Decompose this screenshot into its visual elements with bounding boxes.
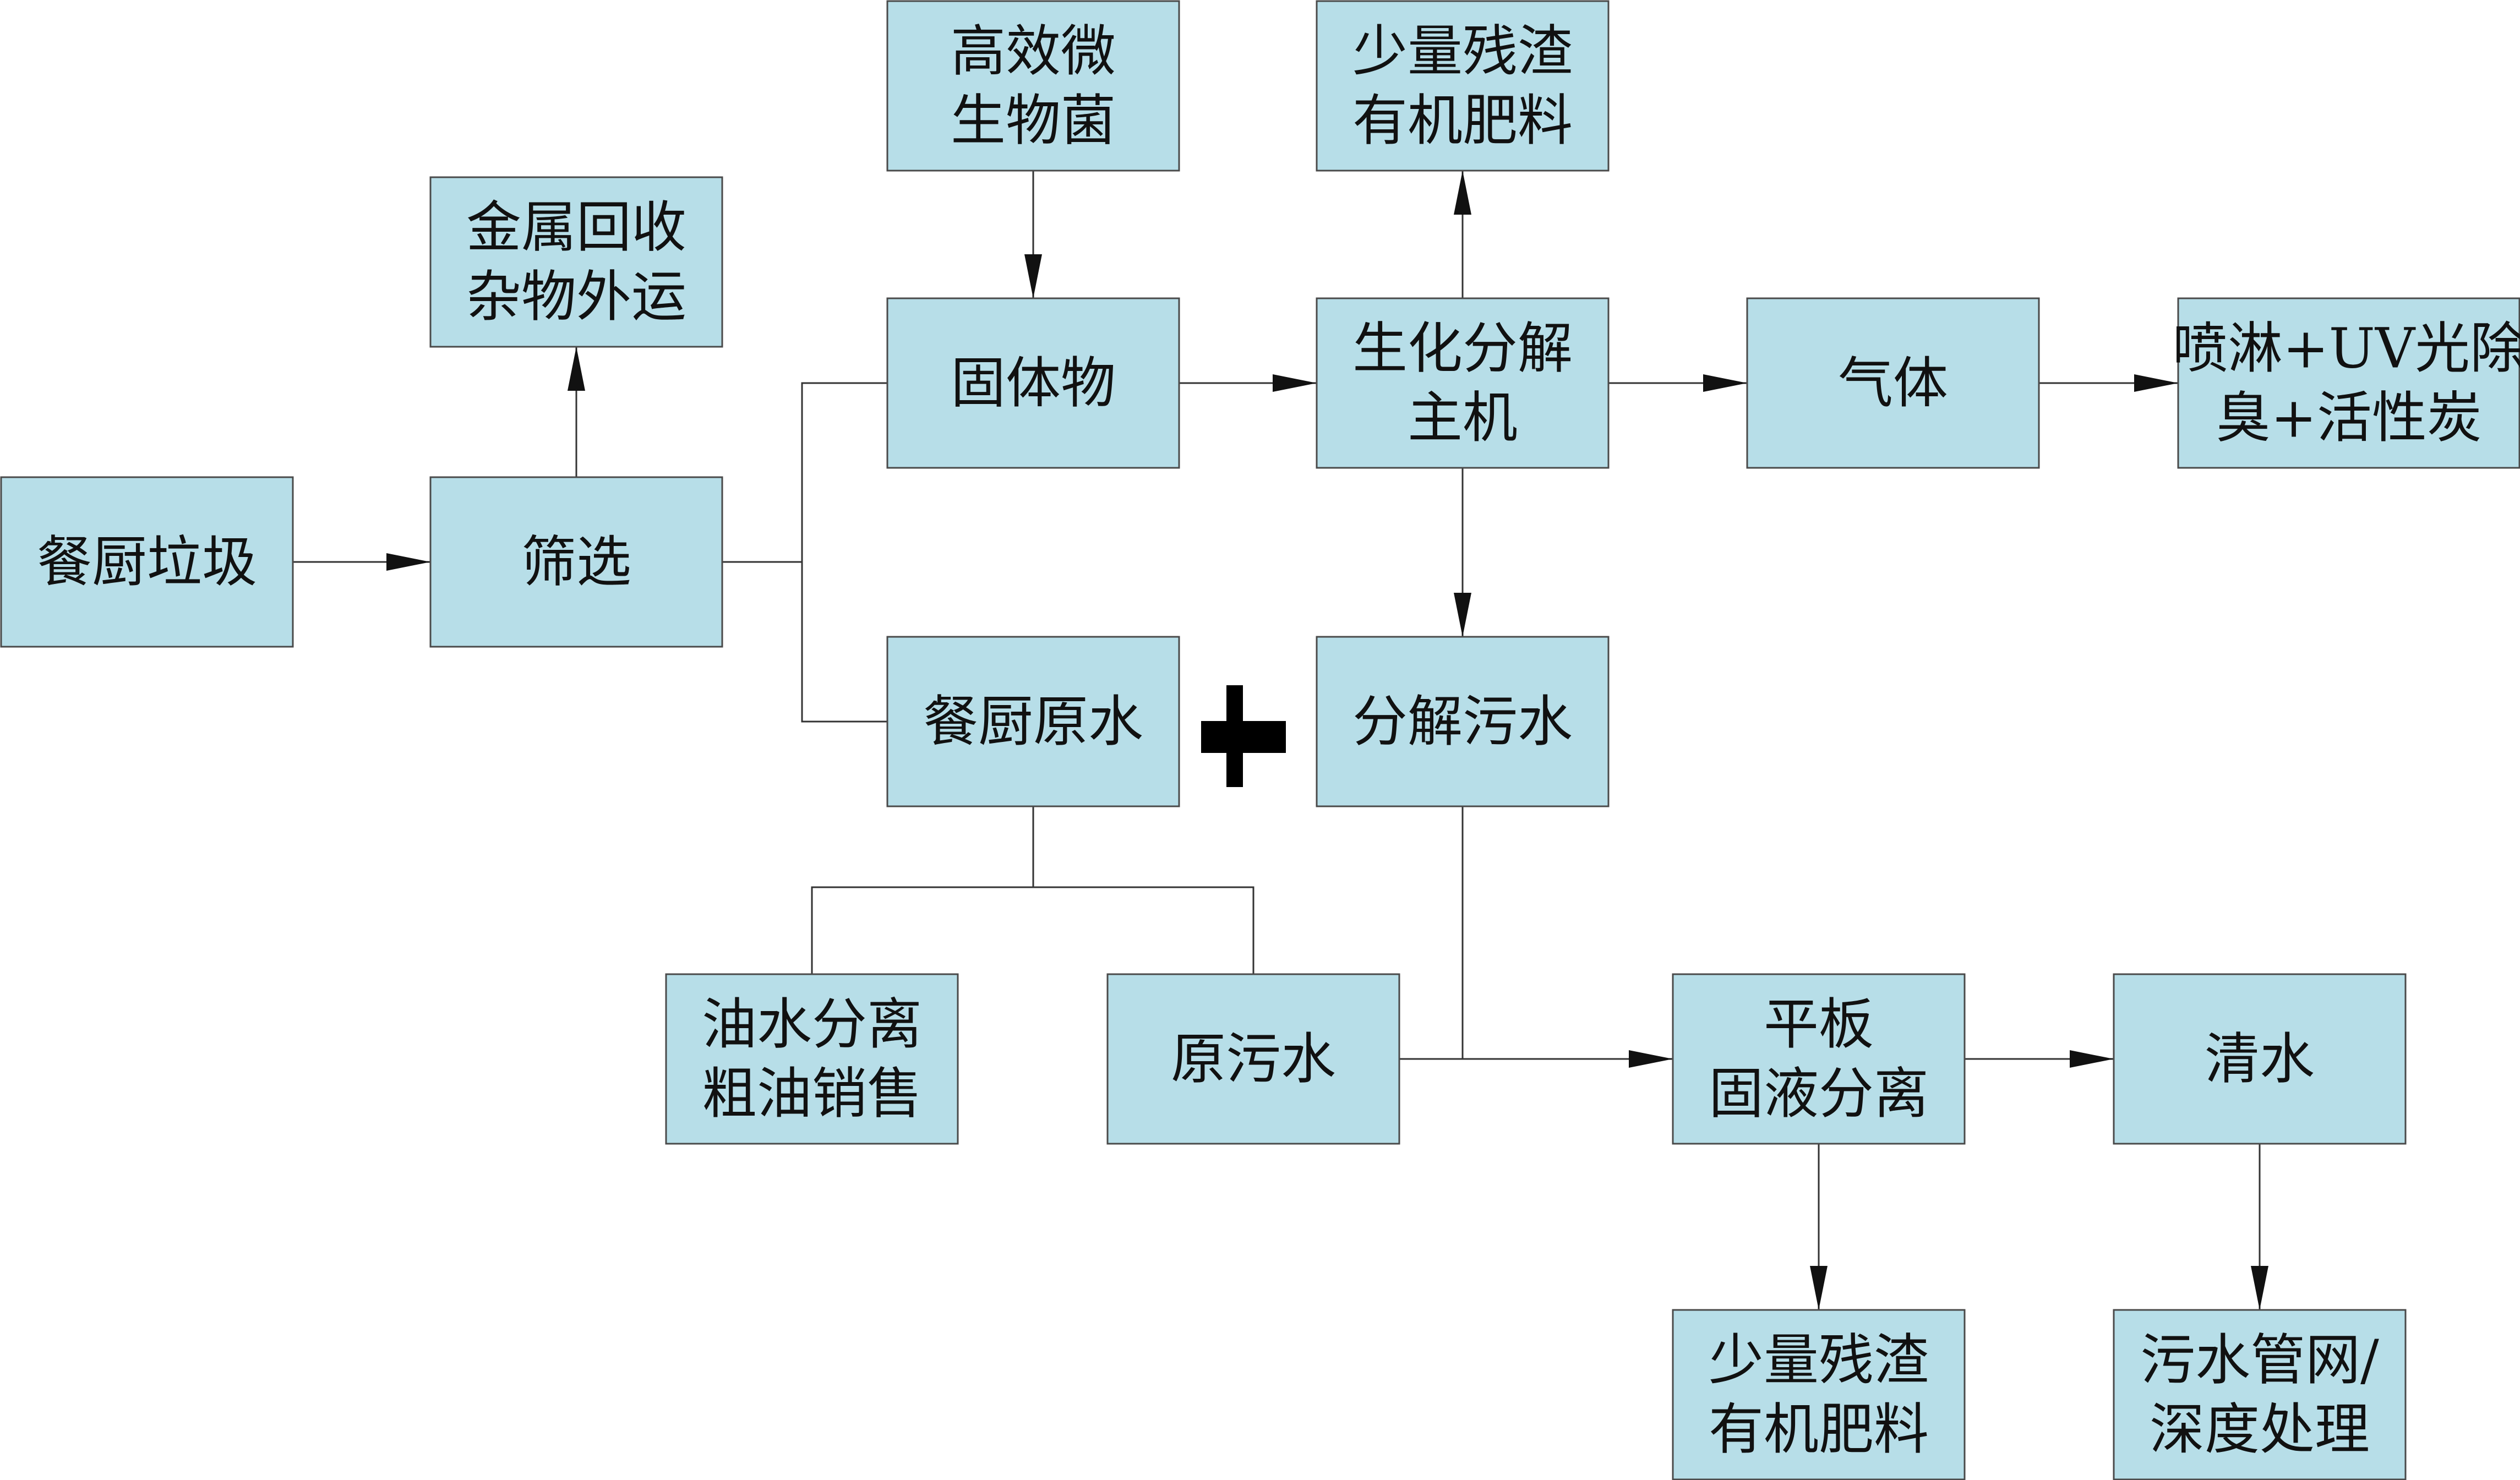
node-label-line: 臭+活性炭 xyxy=(2216,386,2482,450)
arrowhead-icon xyxy=(2251,1266,2268,1310)
edge-clean-water-to-sewer-treatment xyxy=(2251,1144,2268,1310)
node-box xyxy=(2113,973,2407,1145)
node-box xyxy=(1672,1309,1966,1480)
arrowhead-icon xyxy=(386,553,430,571)
node-label-line: 杂物外运 xyxy=(466,265,686,329)
node-label-line: 气体 xyxy=(1838,351,1948,416)
node-box xyxy=(0,476,294,648)
edge-screening-to-metal-recycling xyxy=(568,347,585,477)
node-box xyxy=(429,176,723,348)
node-box xyxy=(1316,0,1610,172)
node-label-line: 主机 xyxy=(1408,386,1518,450)
edge-gas-to-deodorization xyxy=(2039,374,2178,392)
arrowhead-icon xyxy=(1454,593,1471,637)
edge-biochemical-host-to-gas xyxy=(1608,374,1747,392)
arrowhead-icon xyxy=(1629,1050,1673,1068)
node-label-line: 生化分解 xyxy=(1352,316,1573,381)
arrowhead-icon xyxy=(1024,254,1042,298)
node-label-line: 喷淋+UV光除 xyxy=(2173,316,2520,381)
arrowhead-icon xyxy=(1273,374,1317,392)
node-label-line: 有机肥料 xyxy=(1709,1397,1929,1462)
plus-symbol xyxy=(1201,685,1286,787)
edge-screening-to-solids xyxy=(722,382,887,563)
node-box xyxy=(1316,297,1610,469)
edge-kitchen-waste-to-screening xyxy=(293,553,430,571)
node-label-line: 油水分离 xyxy=(702,992,922,1057)
node-sewer-treatment: 污水管网/深度处理 xyxy=(2113,1309,2407,1480)
node-box xyxy=(1672,973,1966,1145)
node-box xyxy=(429,476,723,648)
node-box xyxy=(1746,297,2040,469)
connector-line xyxy=(722,382,887,563)
node-label-line: 有机肥料 xyxy=(1352,89,1573,153)
arrowhead-icon xyxy=(1454,171,1471,215)
edge-biochemical-host-to-decomposed-sewage xyxy=(1454,468,1471,637)
edge-plate-separation-to-clean-water xyxy=(1965,1050,2114,1068)
node-box xyxy=(886,0,1180,172)
node-label-line: 污水管网/ xyxy=(2140,1328,2379,1392)
node-label-line: 原污水 xyxy=(1171,1027,1336,1091)
edge-plate-separation-to-residue-fertilizer-bottom xyxy=(1810,1144,1828,1310)
arrowhead-icon xyxy=(1703,374,1747,392)
node-screening: 筛选 xyxy=(429,476,723,648)
node-label-line: 少量残渣 xyxy=(1709,1328,1929,1392)
edge-solids-to-biochemical-host xyxy=(1179,374,1317,392)
node-gas: 气体 xyxy=(1746,297,2040,469)
connector-line xyxy=(811,806,1034,974)
node-label-line: 固液分离 xyxy=(1709,1062,1929,1126)
node-clean-water: 清水 xyxy=(2113,973,2407,1145)
node-decomposed-sewage: 分解污水 xyxy=(1316,636,1610,807)
node-label-line: 餐厨原水 xyxy=(923,690,1143,754)
arrowhead-icon xyxy=(2070,1050,2114,1068)
node-box xyxy=(2177,297,2520,469)
node-box xyxy=(2113,1309,2407,1480)
node-kitchen-waste: 餐厨垃圾 xyxy=(0,476,294,648)
arrowhead-icon xyxy=(1810,1266,1828,1310)
node-label-line: 固体物 xyxy=(951,351,1116,416)
node-label-line: 生物菌 xyxy=(951,89,1116,153)
node-label-line: 清水 xyxy=(2205,1027,2315,1091)
node-box xyxy=(886,297,1180,469)
node-label-line: 金属回收 xyxy=(466,195,686,260)
node-box xyxy=(886,636,1180,807)
connector-line xyxy=(801,562,887,723)
edge-screening-to-kitchen-raw-water xyxy=(801,562,887,723)
node-box xyxy=(1106,973,1400,1145)
node-kitchen-raw-water: 餐厨原水 xyxy=(886,636,1180,807)
arrowhead-icon xyxy=(2134,374,2178,392)
edge-kitchen-raw-water-to-oil-water-separation xyxy=(811,806,1034,974)
node-label-line: 少量残渣 xyxy=(1352,19,1573,84)
node-label-line: 粗油销售 xyxy=(702,1062,922,1126)
edge-biochemical-host-to-residue-fertilizer-top xyxy=(1454,171,1471,298)
node-box xyxy=(1316,636,1610,807)
node-label-line: 餐厨垃圾 xyxy=(37,530,257,594)
edges-layer xyxy=(293,171,2268,1310)
node-label-line: 高效微 xyxy=(951,19,1116,84)
edge-kitchen-raw-water-to-raw-sewage xyxy=(1033,886,1254,974)
connector-line xyxy=(1033,886,1254,974)
node-label-line: 筛选 xyxy=(521,530,631,594)
node-label-line: 深度处理 xyxy=(2150,1397,2370,1462)
node-label-line: 分解污水 xyxy=(1352,690,1573,754)
node-solids: 固体物 xyxy=(886,297,1180,469)
node-label-line: 平板 xyxy=(1764,992,1874,1057)
node-raw-sewage: 原污水 xyxy=(1106,973,1400,1145)
edge-efficient-microbes-to-solids xyxy=(1024,171,1042,298)
edge-raw-sewage-to-plate-separation xyxy=(1399,1050,1673,1068)
node-box xyxy=(665,973,959,1145)
arrowhead-icon xyxy=(568,347,585,391)
